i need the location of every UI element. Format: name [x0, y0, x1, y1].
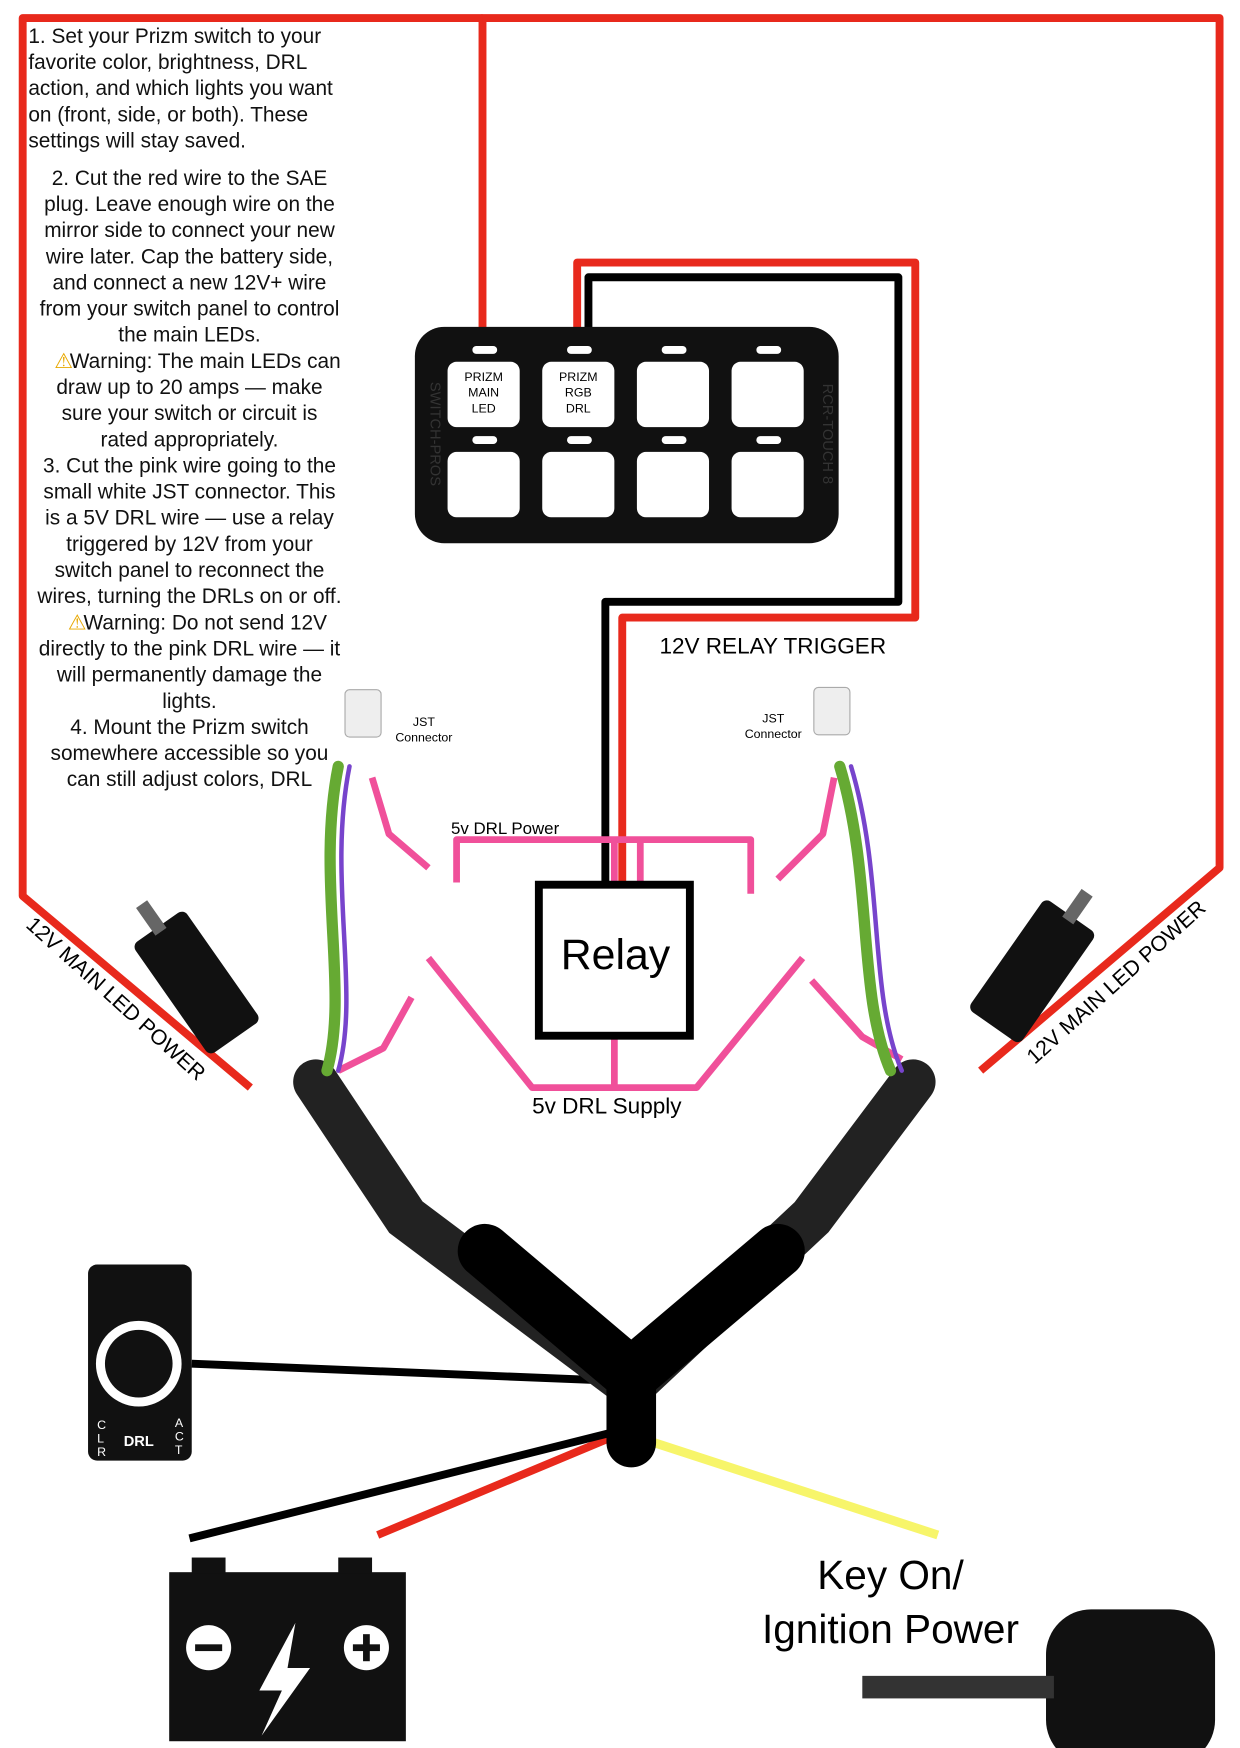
step1-line: 1. Set your Prizm switch to your [28, 25, 321, 48]
prizm-logo: C L R DRL A C T [88, 1264, 192, 1461]
panel-brand: SWITCH-PROS [427, 382, 443, 486]
warning1-line: Warning: The main LEDs can [70, 350, 341, 373]
switch-button-label: DRL [566, 401, 591, 415]
black-wire-trigger-ground [584, 273, 903, 885]
red-wire-main-led-left-out [18, 14, 483, 1091]
drl-supply-label: 5v DRL Supply [532, 1093, 682, 1118]
key-icon [862, 1609, 1216, 1748]
switch-button-label: RGB [565, 386, 592, 400]
svg-text:C: C [175, 1429, 184, 1443]
warning1-line: rated appropriately. [101, 428, 279, 451]
switch-button[interactable] [731, 436, 804, 518]
svg-text:T: T [175, 1443, 183, 1457]
red-wire-battery [376, 1425, 633, 1539]
relay-trigger-label: 12V RELAY TRIGGER [659, 634, 886, 659]
pink-wire-drl-power [453, 836, 755, 894]
switch-button[interactable] [731, 345, 804, 428]
switch-button[interactable] [636, 345, 710, 428]
step2-line: plug. Leave enough wire on the [44, 193, 335, 216]
step2-line: wire later. Cap the battery side, [45, 245, 333, 268]
red-wire-main-led-left [478, 14, 1224, 1074]
step3-line: switch panel to reconnect the [55, 559, 325, 582]
step1-line: settings will stay saved. [28, 129, 246, 152]
jst-connector-left [344, 689, 382, 738]
warning1-line: sure your switch or circuit is [62, 402, 318, 425]
relay-box [534, 880, 694, 1040]
step2-line: 2. Cut the red wire to the SAE [52, 167, 328, 190]
relay-label: Relay [561, 931, 671, 979]
switch-panel: SWITCH-PROS RCR-TOUCH 8 PRIZMMAINLEDPRIZ… [414, 326, 839, 544]
warning1-line: draw up to 20 amps — make [56, 376, 322, 399]
step3-line: 3. Cut the pink wire going to the [43, 454, 336, 477]
switch-button-label: MAIN [468, 386, 499, 400]
svg-text:L: L [97, 1432, 104, 1446]
sae-connector-left [134, 900, 259, 1054]
warning-icon: ⚠ [68, 611, 87, 634]
switch-button-label: PRIZM [464, 370, 503, 384]
step1-line: action, and which lights you want [28, 77, 333, 100]
step2-line: and connect a new 12V+ wire [53, 271, 327, 294]
step3-line: is a 5V DRL wire — use a relay [45, 507, 334, 530]
svg-text:DRL: DRL [124, 1434, 154, 1450]
step2-line: mirror side to connect your new [44, 219, 336, 242]
svg-text:C: C [97, 1418, 106, 1432]
warning2-line: will permanently damage the [56, 664, 322, 687]
switch-button[interactable] [636, 436, 710, 518]
step1-line: on (front, side, or both). These [28, 103, 308, 126]
step3-line: wires, turning the DRLs on or off. [36, 585, 341, 608]
warning-icon: ⚠ [54, 350, 73, 373]
svg-text:A: A [175, 1416, 184, 1430]
warning2-line: lights. [162, 690, 216, 713]
warning2-line: directly to the pink DRL wire — it [39, 637, 341, 660]
ignition-label: Key On/Ignition Power [762, 1552, 1019, 1652]
step2-line: from your switch panel to control [40, 298, 340, 321]
instructions: 1. Set your Prizm switch to your favorite… [28, 25, 341, 791]
svg-text:R: R [97, 1445, 106, 1459]
red-wire-drl-trigger [573, 258, 920, 885]
panel-model: RCR-TOUCH 8 [819, 384, 835, 485]
switch-button-label: LED [472, 401, 496, 415]
sae-connector-right [970, 888, 1095, 1043]
drl-power-label: 5v DRL Power [451, 819, 560, 838]
step2-line: the main LEDs. [118, 324, 260, 347]
yellow-wire-ignition [652, 1438, 940, 1540]
battery-icon [169, 1557, 406, 1742]
black-wire-logo [191, 1359, 609, 1385]
step4-line: 4. Mount the Prizm switch [70, 716, 308, 739]
switch-button[interactable] [542, 436, 615, 518]
warning2-line: Warning: Do not send 12V [83, 611, 327, 634]
step1-line: favorite color, brightness, DRL [28, 51, 307, 74]
jst-connector-right [813, 686, 851, 736]
step4-line: can still adjust colors, DRL [67, 768, 312, 791]
step3-line: small white JST connector. This [43, 481, 335, 504]
switch-button-label: PRIZM [559, 370, 598, 384]
step3-line: triggered by 12V from your [66, 533, 313, 556]
switch-button[interactable] [447, 436, 520, 518]
black-wire-battery [188, 1425, 627, 1543]
step4-line: somewhere accessible so you [51, 742, 329, 765]
